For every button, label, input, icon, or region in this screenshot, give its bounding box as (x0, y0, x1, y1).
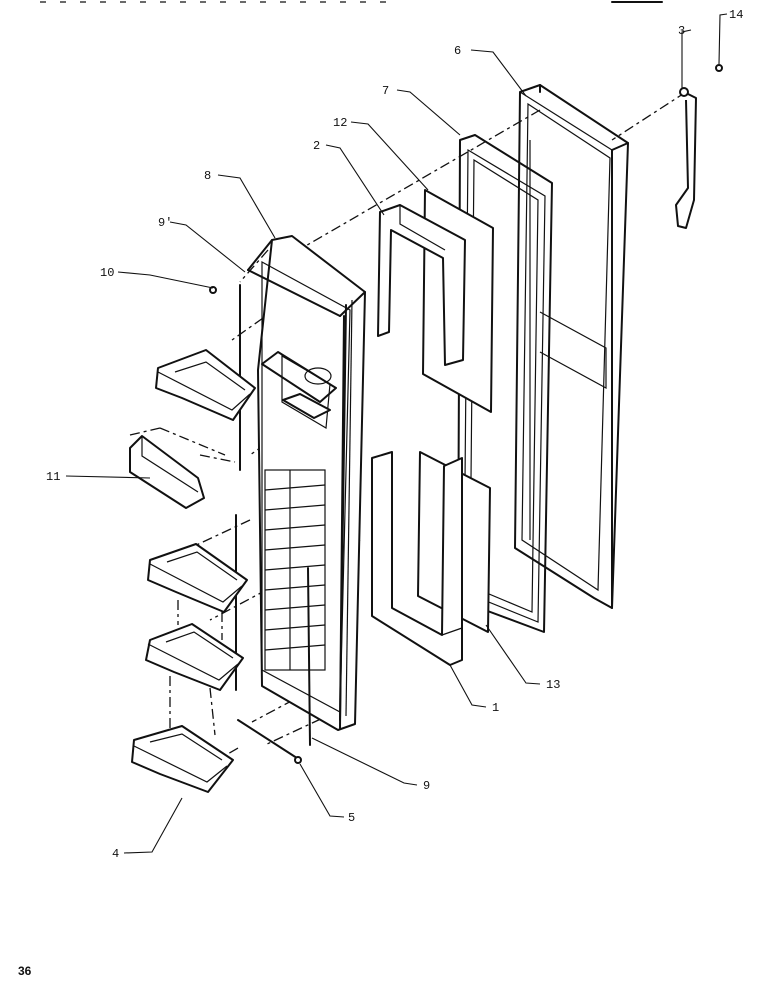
callout-6: 6 (454, 44, 461, 58)
door-hinge (675, 64, 723, 229)
callout-13: 13 (546, 678, 560, 692)
hinge-screw (209, 286, 217, 294)
callout-8: 8 (204, 169, 211, 183)
callout-4: 4 (112, 847, 119, 861)
door-bin-cover (129, 435, 205, 509)
callout-2: 2 (313, 139, 320, 153)
shelf-ribs (264, 469, 326, 746)
callout-3: 3 (678, 24, 685, 38)
callout-9-upper: 9' (158, 216, 172, 230)
door-bin-middle (147, 543, 248, 613)
support-rod (237, 719, 302, 764)
door-bin-lower-middle (145, 623, 244, 691)
inner-door-liner (235, 235, 366, 731)
page-number: 36 (18, 964, 32, 978)
lower-door-liner (371, 451, 463, 666)
callout-14: 14 (729, 8, 743, 22)
callout-1: 1 (492, 701, 499, 715)
outer-door-panel (514, 84, 629, 609)
upper-door-liner (377, 204, 466, 366)
callout-11: 11 (46, 470, 60, 484)
callout-5: 5 (348, 811, 355, 825)
callout-10: 10 (100, 266, 114, 280)
callout-leaders (65, 13, 728, 854)
callout-7: 7 (382, 84, 389, 98)
door-bin-bottom (131, 725, 234, 793)
callout-labels: 6 7 12 2 8 9' 10 11 3 14 13 1 9 5 4 (46, 8, 743, 861)
callout-9-lower: 9 (423, 779, 430, 793)
door-bin-upper (155, 349, 256, 421)
callout-12: 12 (333, 116, 347, 130)
